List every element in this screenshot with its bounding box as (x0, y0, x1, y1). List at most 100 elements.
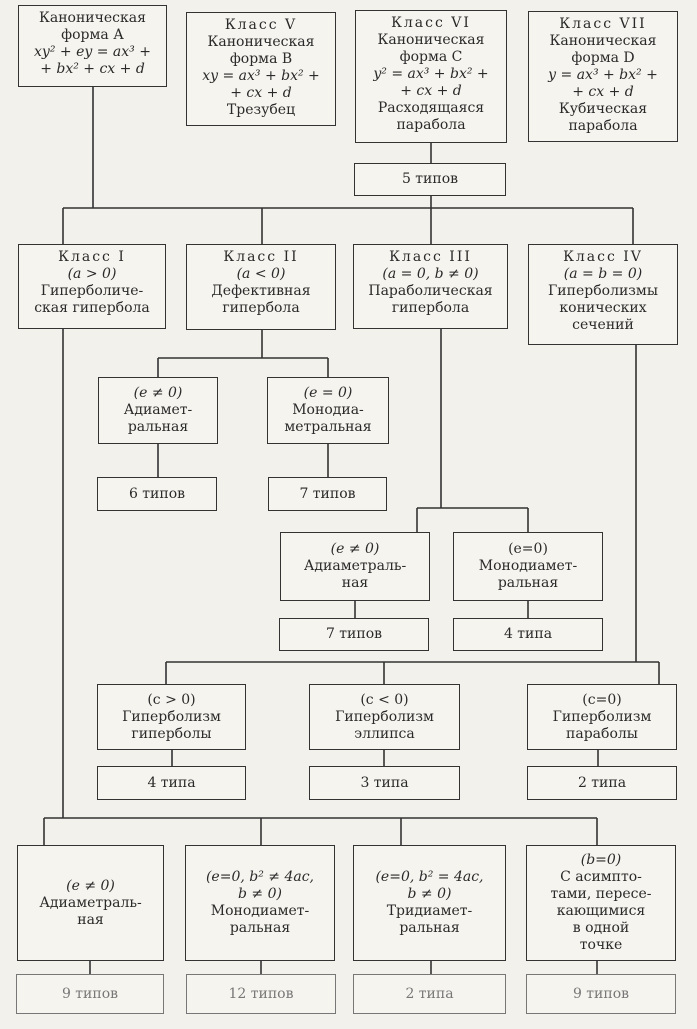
class-4-ellipse-hyperbolism-box: (c < 0) Гиперболизм эллипса (309, 684, 460, 750)
box-title: Класс VI (391, 15, 471, 31)
canonical-form-a-box: Каноническая форма А xy² + ey = ax³ + + … (18, 5, 167, 87)
box-line: С асимпто- (560, 869, 642, 885)
box-line: ральная (399, 920, 460, 936)
count-label: 12 типов (228, 985, 294, 1002)
box-title: Класс II (223, 249, 299, 265)
class-5-box: Класс V Каноническая форма В xy = ax³ + … (186, 12, 336, 126)
count-label: 4 типа (147, 774, 196, 791)
box-line: (e=0, b² ≠ 4ac, (205, 869, 315, 885)
class-1-asymptotes-box: (b=0) С асимпто- тами, пересе- кающимися… (526, 845, 676, 961)
box-line: + cx + d (230, 85, 292, 101)
box-line: + cx + d (572, 84, 634, 100)
class-2-adiametral-box: (e ≠ 0) Адиамет- ральная (98, 377, 218, 444)
count-label: 9 типов (572, 985, 630, 1002)
box-title: Класс V (224, 17, 298, 33)
class-1-adiametral-box: (e ≠ 0) Адиаметраль- ная (17, 845, 164, 961)
box-line: (a > 0) (67, 266, 117, 282)
box-line: Каноническая (39, 10, 146, 26)
box-line: Дефективная (211, 283, 311, 299)
box-line: Адиаметраль- (303, 558, 407, 574)
box-line: ральная (497, 575, 559, 591)
count-label: 2 типа (405, 985, 454, 1002)
box-line: гипербола (222, 300, 300, 316)
box-line: Гиперболизм (552, 708, 652, 725)
box-line: гипербола (391, 300, 470, 316)
box-title: Класс III (389, 249, 472, 265)
box-line: (e=0) (508, 541, 548, 557)
box-line: Монодиамет- (478, 558, 578, 574)
box-line: форма В (229, 51, 293, 67)
box-line: Трезубец (226, 102, 296, 118)
box-line: параболы (566, 725, 638, 742)
box-line: (c=0) (582, 691, 622, 708)
class-3-adiametral-count: 7 типов (279, 618, 429, 651)
box-line: ская гипербола (34, 300, 150, 316)
box-line: парабола (396, 117, 466, 133)
class-1-adiametral-count: 9 типов (16, 974, 164, 1014)
box-line: ральная (229, 920, 291, 936)
count-label: 4 типа (503, 626, 553, 642)
box-line: тами, пересе- (550, 886, 652, 902)
box-line: Каноническая (207, 34, 315, 50)
box-line: Монодиа- (292, 402, 364, 418)
box-line: (c > 0) (147, 691, 196, 708)
class-3-monodiametral-box: (e=0) Монодиамет- ральная (453, 532, 603, 601)
class-1-monodiametral-count: 12 типов (186, 974, 336, 1014)
class-1-tridiametral-count: 2 типа (353, 974, 506, 1014)
box-line: конических (559, 300, 647, 316)
box-line: форма D (571, 50, 635, 66)
box-line: Монодиамет- (210, 903, 310, 919)
class-4-hyperbola-count: 4 типа (97, 766, 246, 800)
box-line: Кубическая (558, 101, 648, 117)
count-label: 5 типов (401, 171, 459, 187)
box-title: Класс VII (559, 16, 647, 32)
box-line: ная (77, 911, 104, 928)
box-line: гиперболы (131, 725, 212, 742)
box-title: Класс IV (563, 249, 643, 265)
class-2-monodiametral-box: (e = 0) Монодиа- метральная (267, 377, 389, 444)
box-line: (a = b = 0) (563, 266, 643, 282)
class-4-ellipse-count: 3 типа (309, 766, 460, 800)
class-6-types-count: 5 типов (354, 163, 506, 196)
count-label: 7 типов (325, 626, 383, 642)
box-line: (a = 0, b ≠ 0) (382, 266, 479, 282)
box-line: Параболическая (368, 283, 493, 299)
class-3-box: Класс III (a = 0, b ≠ 0) Параболическая … (353, 244, 508, 329)
class-4-parabola-hyperbolism-box: (c=0) Гиперболизм параболы (527, 684, 677, 750)
box-line: эллипса (354, 725, 415, 742)
box-line: Гиперболиче- (40, 283, 144, 299)
box-line: Гиперболизм (335, 708, 434, 725)
class-1-box: Класс I (a > 0) Гиперболиче- ская гиперб… (18, 244, 166, 329)
box-line: Адиаметраль- (39, 894, 142, 911)
box-line: (e ≠ 0) (66, 877, 115, 894)
box-line: (b=0) (580, 852, 622, 868)
class-2-box: Класс II (a < 0) Дефективная гипербола (186, 244, 336, 330)
class-3-adiametral-box: (e ≠ 0) Адиаметраль- ная (280, 532, 430, 601)
box-line: Гиперболизмы (548, 283, 658, 299)
class-4-hyperbola-hyperbolism-box: (c > 0) Гиперболизм гиперболы (97, 684, 246, 750)
count-label: 6 типов (128, 485, 186, 502)
class-4-box: Класс IV (a = b = 0) Гиперболизмы кониче… (528, 244, 678, 345)
box-line: Каноническая (377, 32, 485, 48)
box-line: xy² + ey = ax³ + (34, 44, 151, 60)
box-line: (e=0, b² = 4ac, (375, 869, 484, 885)
box-line: Гиперболизм (122, 708, 221, 725)
class-1-tridiametral-box: (e=0, b² = 4ac, b ≠ 0) Тридиамет- ральна… (353, 845, 506, 961)
count-label: 3 типа (360, 774, 409, 791)
class-6-box: Класс VI Каноническая форма С y² = ax³ +… (355, 10, 507, 143)
box-line: метральная (284, 419, 372, 435)
box-title: Класс I (58, 249, 126, 265)
box-line: сечений (572, 317, 634, 333)
class-2-monodiametral-count: 7 типов (268, 477, 387, 511)
class-4-parabola-count: 2 типа (527, 766, 677, 800)
box-line: кающимися (556, 903, 646, 919)
box-line: ная (341, 575, 369, 591)
box-line: b ≠ 0) (407, 886, 452, 902)
count-label: 2 типа (577, 774, 627, 791)
box-line: y = ax³ + bx² + (548, 67, 658, 83)
box-line: + bx² + cx + d (40, 61, 145, 77)
class-3-monodiametral-count: 4 типа (453, 618, 603, 651)
box-line: (e = 0) (303, 385, 353, 401)
